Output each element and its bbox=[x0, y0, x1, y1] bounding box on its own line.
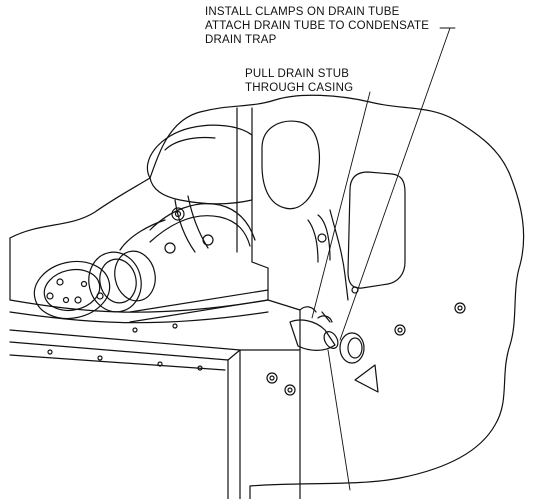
cutaway-boundary bbox=[9, 94, 525, 499]
triangle-cutout bbox=[354, 364, 379, 393]
base-front bbox=[9, 329, 241, 499]
drain-stub bbox=[289, 319, 336, 351]
drain-trap-fitting bbox=[339, 332, 365, 364]
callout-line: PULL DRAIN STUB bbox=[245, 68, 350, 80]
inducer-motor bbox=[33, 260, 111, 320]
callout-pull-drain-stub: PULL DRAIN STUB THROUGH CASING bbox=[245, 67, 353, 95]
leader-clamps bbox=[339, 27, 451, 341]
access-cover bbox=[347, 171, 406, 289]
blower-housing bbox=[146, 124, 253, 205]
callout-line: DRAIN TRAP bbox=[205, 34, 277, 46]
callout-line: ATTACH DRAIN TUBE TO CONDENSATE bbox=[205, 20, 430, 32]
leader-bottom bbox=[327, 349, 351, 491]
callout-line: INSTALL CLAMPS ON DRAIN TUBE bbox=[205, 6, 400, 18]
callout-install-clamps: INSTALL CLAMPS ON DRAIN TUBE ATTACH DRAI… bbox=[205, 5, 429, 47]
callout-line: THROUGH CASING bbox=[245, 82, 354, 94]
leader-drain-stub bbox=[311, 91, 371, 319]
flue-opening bbox=[261, 120, 321, 210]
vent-hose bbox=[149, 203, 256, 241]
